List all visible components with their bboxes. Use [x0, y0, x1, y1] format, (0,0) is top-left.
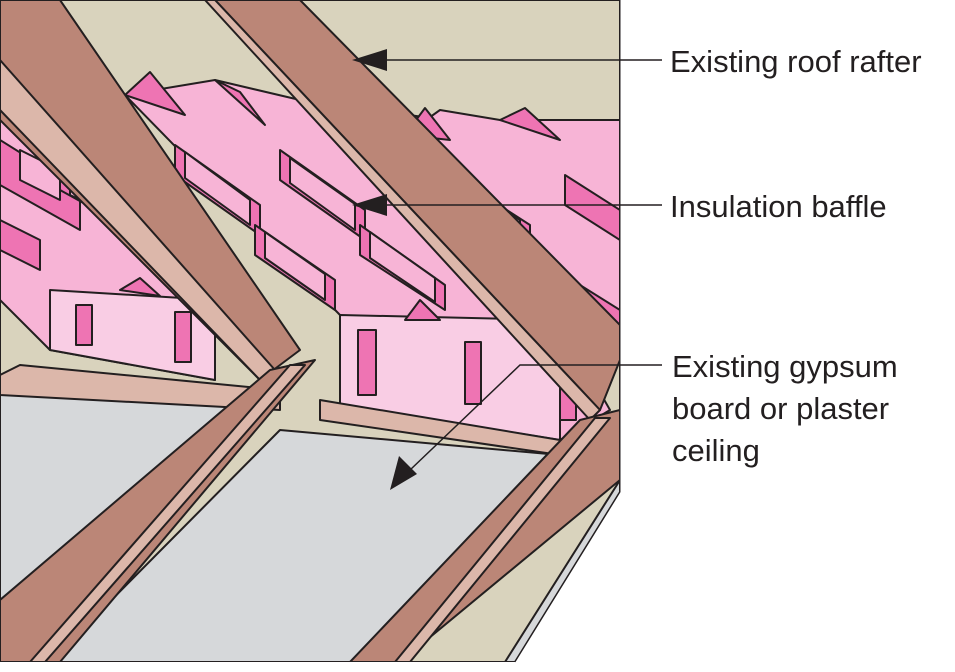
callout-rafter: Existing roof rafter: [352, 44, 922, 79]
ceiling-leader-line: [409, 364, 662, 471]
callout-ceiling: Existing gypsum board or plaster ceiling: [390, 349, 906, 490]
illustration-border: [514, 0, 621, 663]
ceiling-member-edge: [29, 364, 306, 662]
illustration: [0, 0, 620, 662]
insulation-baffle-center: [124, 71, 611, 441]
rafter-top-left: [0, 0, 301, 381]
ceiling-arrowhead: [390, 456, 417, 490]
baffle-arrowhead: [352, 194, 387, 216]
baffle-label: Insulation baffle: [670, 189, 887, 224]
ceiling-panel-right: [504, 479, 620, 662]
ceiling-label-line-2: board or plaster: [672, 391, 889, 426]
ceiling-label-line-1: Existing gypsum: [672, 349, 898, 384]
ceiling-label: Existing gypsum board or plaster ceiling: [672, 349, 906, 468]
rafter-side-center: [204, 0, 601, 421]
ceiling-member-edge-right: [394, 417, 611, 662]
ceiling-label-line-3: ceiling: [672, 433, 760, 468]
rafter-label: Existing roof rafter: [670, 44, 922, 79]
rafter-arrowhead: [352, 49, 387, 71]
callout-baffle: Insulation baffle: [352, 189, 887, 224]
